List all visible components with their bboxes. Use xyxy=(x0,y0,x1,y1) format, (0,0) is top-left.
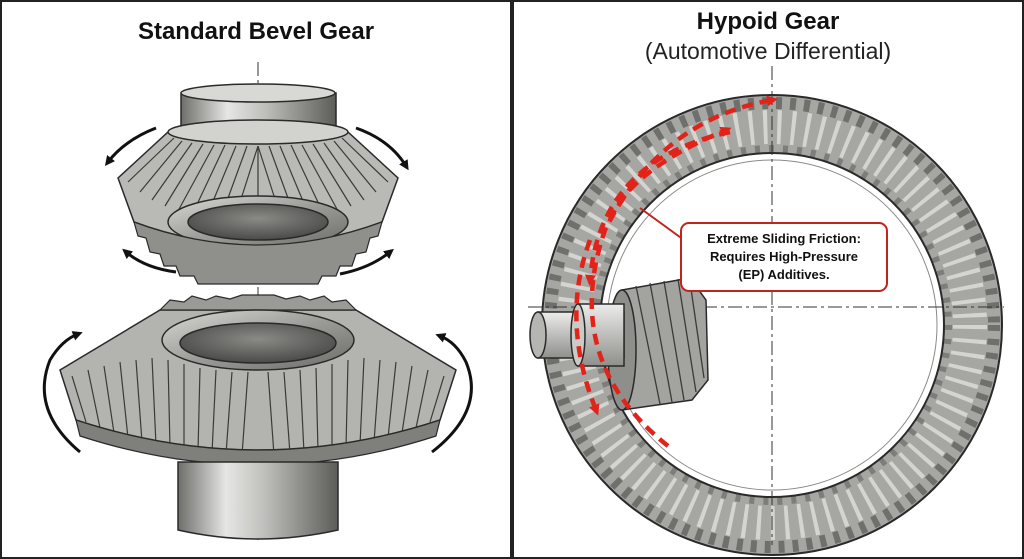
friction-callout: Extreme Sliding Friction: Requires High-… xyxy=(680,222,888,292)
callout-line-2: Requires High-Pressure xyxy=(709,249,859,264)
rotation-arrow-icon xyxy=(42,126,473,454)
bevel-gear-assembly xyxy=(42,62,473,540)
right-panel-title: Hypoid Gear xyxy=(696,8,840,35)
right-panel-frame xyxy=(512,0,1024,559)
upper-bevel-gear xyxy=(117,119,399,285)
left-panel-frame xyxy=(0,0,512,559)
lower-gear-hub xyxy=(177,461,339,540)
sliding-friction-arrow-icon xyxy=(574,95,778,448)
hypoid-gear-assembly xyxy=(528,66,1004,556)
left-panel-title: Standard Bevel Gear xyxy=(137,18,375,45)
callout-line-3: (EP) Additives. xyxy=(738,267,830,282)
lower-bevel-gear xyxy=(59,294,457,466)
right-panel-subtitle: (Automotive Differential) xyxy=(644,38,892,64)
callout-leader xyxy=(639,207,685,241)
callout-line-1: Extreme Sliding Friction: xyxy=(707,231,861,246)
